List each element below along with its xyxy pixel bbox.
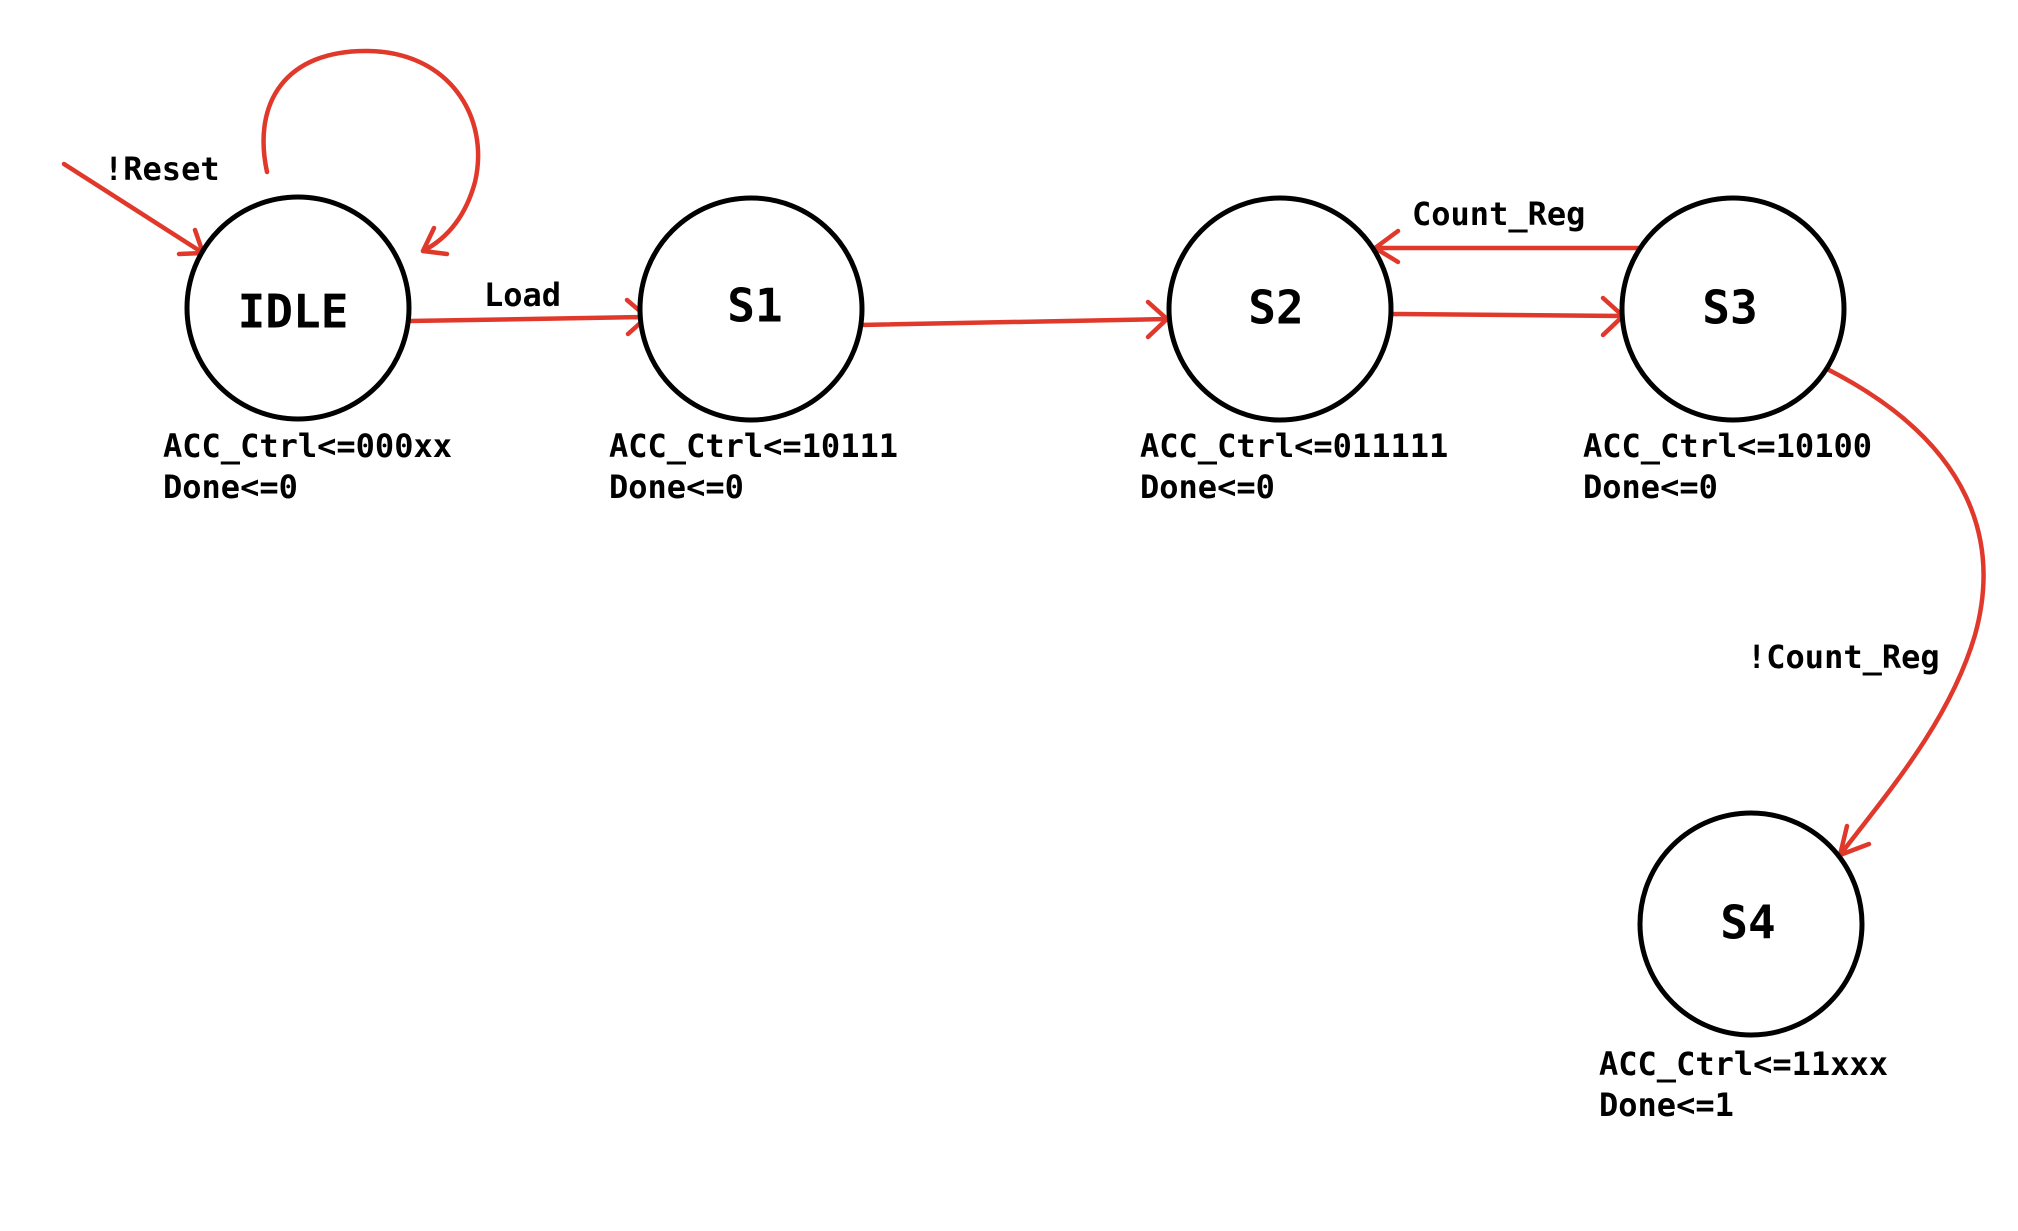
- state-s2-name: S2: [1248, 281, 1303, 335]
- s1-to-s2-arrow: [857, 299, 1170, 340]
- state-s4-circle: [1637, 810, 1865, 1038]
- load-label: Load: [484, 276, 561, 314]
- state-s1: S1 ACC_Ctrl<=10111 Done<=0: [609, 195, 898, 506]
- state-s1-acc-ctrl: ACC_Ctrl<=10111: [609, 427, 898, 465]
- state-s2-acc-ctrl: ACC_Ctrl<=011111: [1140, 427, 1448, 465]
- state-s4: S4 ACC_Ctrl<=11xxx Done<=1: [1599, 810, 1888, 1124]
- state-idle-name: IDLE: [238, 285, 349, 339]
- state-s4-name: S4: [1720, 896, 1775, 950]
- state-s3-name: S3: [1702, 281, 1757, 335]
- count-reg-label: Count_Reg: [1412, 195, 1585, 233]
- state-s2: S2 ACC_Ctrl<=011111 Done<=0: [1140, 195, 1448, 506]
- state-s1-done: Done<=0: [609, 468, 744, 506]
- state-idle-acc-ctrl: ACC_Ctrl<=000xx: [163, 427, 452, 465]
- state-s3-done: Done<=0: [1583, 468, 1718, 506]
- state-s3-acc-ctrl: ACC_Ctrl<=10100: [1583, 427, 1872, 465]
- state-idle-done: Done<=0: [163, 468, 298, 506]
- idle-self-loop-arrow: [261, 48, 481, 257]
- state-s3: S3 ACC_Ctrl<=10100 Done<=0: [1583, 195, 1872, 506]
- reset-label: !Reset: [104, 150, 220, 188]
- state-s2-done: Done<=0: [1140, 468, 1275, 506]
- state-idle: IDLE ACC_Ctrl<=000xx Done<=0: [163, 194, 452, 506]
- s3-to-s2-arrow: [1372, 228, 1641, 265]
- state-s4-done: Done<=1: [1599, 1086, 1734, 1124]
- s2-to-s3-arrow: [1387, 295, 1626, 338]
- not-count-reg-label: !Count_Reg: [1747, 638, 1940, 676]
- state-s1-circle: [637, 195, 865, 423]
- state-s2-circle: [1166, 195, 1394, 423]
- state-s1-name: S1: [727, 279, 782, 333]
- state-s4-acc-ctrl: ACC_Ctrl<=11xxx: [1599, 1045, 1888, 1083]
- transition-labels: !Reset Load Count_Reg !Count_Reg: [104, 150, 1940, 676]
- state-idle-circle: [184, 194, 412, 422]
- state-s3-circle: [1619, 195, 1847, 423]
